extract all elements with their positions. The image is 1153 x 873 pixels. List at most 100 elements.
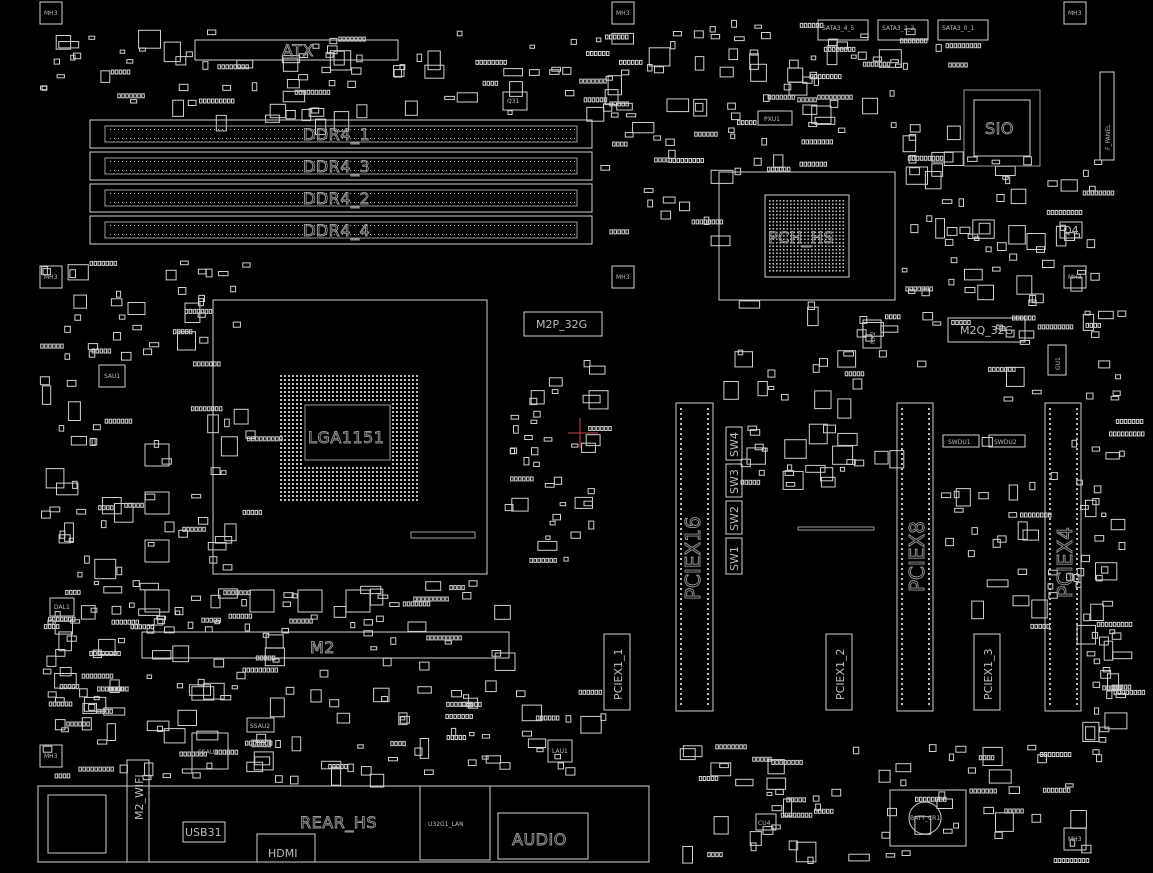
m2q-slot[interactable]: M2Q_32G xyxy=(947,317,1026,343)
pciex1-1-slot[interactable]: PCIEX1_1 xyxy=(603,633,631,711)
sata-label-1: SATA3_4_5 xyxy=(822,25,854,32)
mount-hole: MH3 xyxy=(1063,1,1087,25)
svg-text:MH3: MH3 xyxy=(616,274,630,281)
audio-label: AUDIO xyxy=(512,830,567,849)
m2q-label: M2Q_32G xyxy=(960,324,1013,337)
pciex1-2-label: PCIEX1_2 xyxy=(834,648,847,700)
pciex4-slot[interactable]: PCIEX4 xyxy=(1044,402,1082,712)
audio-port[interactable]: AUDIO xyxy=(497,812,589,860)
sw1-label: SW1 xyxy=(728,546,741,571)
sata-header-2[interactable]: SATA3_2_3 xyxy=(877,19,929,41)
gu1-chip: GU1 xyxy=(1047,344,1067,376)
f-panel-label: F_PANEL xyxy=(1105,124,1112,150)
sw1-switch[interactable]: SW1 xyxy=(725,537,743,575)
swdu2-label: SWDU2 xyxy=(994,439,1017,446)
sata-header-3[interactable]: SATA3_0_1 xyxy=(937,19,989,41)
svg-text:MH3: MH3 xyxy=(44,10,58,17)
swdu1-label: SWDU1 xyxy=(948,439,971,446)
atx-label: ATX xyxy=(282,41,314,60)
ddr4-3-label: DDR4_3 xyxy=(303,157,370,177)
rear-io: REAR_HS HDMI AUDIO USB31 U32G1_LAN M2_WI… xyxy=(37,759,967,863)
ddr4-2-label: DDR4_2 xyxy=(303,189,370,209)
q31-label: Q31 xyxy=(507,98,520,105)
cu4-label: CU4 xyxy=(758,820,771,827)
ddr4-2-slot[interactable]: DDR4_2 xyxy=(89,183,593,213)
pciex8-slot[interactable]: PCIEX8 xyxy=(896,402,934,712)
mount-hole: MH3 xyxy=(39,265,63,289)
ddr4-1-label: DDR4_1 xyxy=(303,125,370,145)
sw3-switch[interactable]: SW3 xyxy=(725,463,743,498)
lan-usb-port[interactable]: U32G1_LAN xyxy=(419,785,491,861)
usb31-port[interactable]: USB31 xyxy=(182,821,226,843)
nx2-label: NX2 xyxy=(870,331,877,344)
sata-label-2: SATA3_2_3 xyxy=(882,25,914,32)
sau1-chip: SAU1 xyxy=(98,364,126,388)
m2p-label: M2P_32G xyxy=(536,318,587,331)
dal1-label: DAL1 xyxy=(54,604,70,611)
ddr-slots: DDR4_1 DDR4_3 DDR4_2 DDR4_4 xyxy=(89,119,593,245)
pch-chip[interactable]: PCH_HS xyxy=(718,171,896,301)
svg-text:MH3: MH3 xyxy=(44,274,58,281)
m2-slot[interactable]: M2 xyxy=(141,631,510,659)
pciex1-3-slot[interactable]: PCIEX1_3 xyxy=(973,633,1001,711)
sw3-label: SW3 xyxy=(728,469,741,494)
pciex4-label: PCIEX4 xyxy=(1053,527,1077,598)
swdu1-part: SWDU1 xyxy=(942,434,980,448)
hdmi-port[interactable]: HDMI xyxy=(256,833,316,863)
pciex16-pins xyxy=(680,408,709,705)
ddr4-4-slot[interactable]: DDR4_4 xyxy=(89,215,593,245)
sata-header-1[interactable]: SATA3_4_5 xyxy=(817,19,869,41)
mount-hole: MH3 xyxy=(1063,265,1087,289)
mount-hole: MH3 xyxy=(1063,827,1087,851)
pciex1-1-label: PCIEX1_1 xyxy=(612,648,625,700)
ddr4-1-slot[interactable]: DDR4_1 xyxy=(89,119,593,149)
sw2-switch[interactable]: SW2 xyxy=(725,500,743,535)
pciex1-3-label: PCIEX1_3 xyxy=(982,648,995,700)
lau1-chip: LAU1 xyxy=(547,739,573,763)
component-scatter xyxy=(39,19,1146,865)
cpu-pin-array xyxy=(280,375,418,501)
swdu2-part: SWDU2 xyxy=(988,434,1026,448)
dal1-part: DAL1 xyxy=(49,597,75,617)
cursor-crosshair xyxy=(568,418,598,448)
sw4-label: SW4 xyxy=(728,432,741,457)
cpu-socket-label: LGA1151 xyxy=(308,428,384,447)
mount-hole: MH3 xyxy=(39,744,63,768)
usb31-label: USB31 xyxy=(185,826,222,839)
sau1-label: SAU1 xyxy=(104,373,120,380)
sio-chip[interactable]: SIO xyxy=(963,89,1041,167)
hdmi-label: HDMI xyxy=(268,847,297,860)
pciex1-2-slot[interactable]: PCIEX1_2 xyxy=(825,633,853,711)
mount-hole: MH3 xyxy=(611,265,635,289)
battery-label: BATT_CR1 xyxy=(910,815,940,822)
mount-hole: MH3 xyxy=(39,1,63,25)
m2p-slot[interactable]: M2P_32G xyxy=(523,311,603,337)
f-panel-header[interactable]: F_PANEL xyxy=(1099,71,1115,161)
svg-text:MH3: MH3 xyxy=(1068,274,1082,281)
ssau2-label: SSAU2 xyxy=(250,723,270,730)
pciex16-slot[interactable]: PCIEX16 xyxy=(675,402,714,712)
ssau2-chip: SSAU2 xyxy=(246,717,275,733)
battery-holder[interactable]: BATT_CR1 xyxy=(889,789,967,847)
rear-port-block[interactable] xyxy=(47,794,107,854)
m2-wifi-label: M2_WIFI xyxy=(133,774,146,820)
pciex8-pins xyxy=(901,408,930,705)
pciex4-pins xyxy=(1049,408,1078,705)
sw4-switch[interactable]: SW4 xyxy=(725,426,743,461)
q4-label: Q4 xyxy=(1063,224,1079,237)
gu1-label: GU1 xyxy=(1055,357,1062,370)
svg-text:MH3: MH3 xyxy=(1068,10,1082,17)
pch-ball-grid xyxy=(769,200,845,272)
cpu-socket[interactable]: LGA1151 xyxy=(212,299,488,575)
pxu1-label: PXU1 xyxy=(764,116,780,123)
nx2-part: NX2 xyxy=(862,319,882,349)
ddr4-3-slot[interactable]: DDR4_3 xyxy=(89,151,593,181)
svg-text:MH3: MH3 xyxy=(1068,836,1082,843)
mount-hole: MH3 xyxy=(611,1,635,25)
svg-text:MH3: MH3 xyxy=(616,10,630,17)
m2-wifi-slot[interactable]: M2_WIFI xyxy=(126,759,150,863)
pxu1-part: PXU1 xyxy=(757,110,793,126)
atx-connector[interactable]: ATX xyxy=(194,39,399,61)
q4-transistor: Q4 xyxy=(1059,221,1083,239)
